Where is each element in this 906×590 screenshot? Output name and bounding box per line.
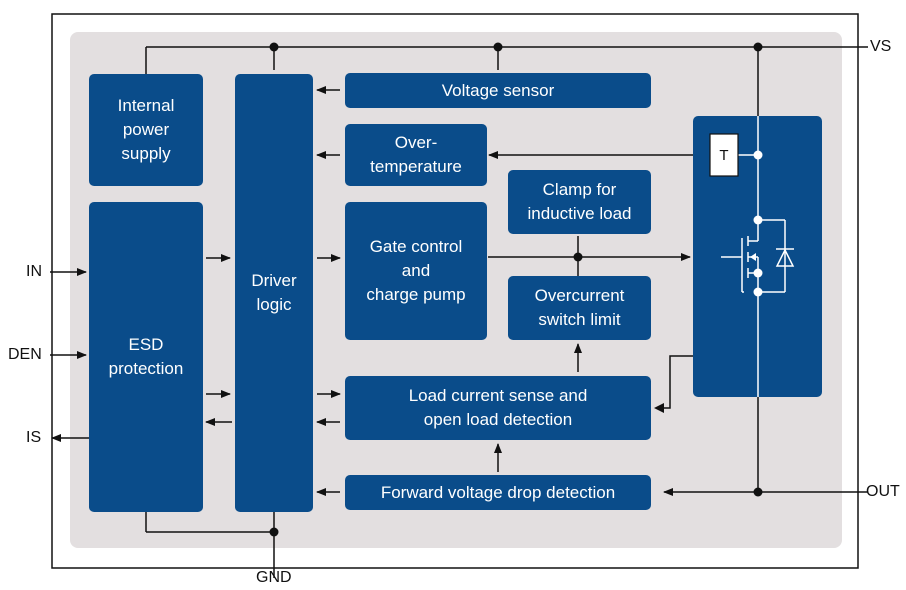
- junction-dot: [753, 215, 763, 225]
- diode-icon: [775, 248, 795, 267]
- forward-voltage-drop-block: Forward voltage drop detection: [345, 475, 651, 510]
- junction-dot: [269, 527, 279, 537]
- junction-dot: [753, 487, 763, 497]
- over-temperature-block: Over- temperature: [345, 124, 487, 186]
- temperature-sensor-icon: [709, 133, 739, 177]
- pin-label-out: OUT: [866, 483, 900, 500]
- pin-label-den: DEN: [8, 346, 42, 363]
- junction-dot: [493, 42, 503, 52]
- load-current-sense-block: Load current sense and open load detecti…: [345, 376, 651, 440]
- pin-label-vs: VS: [870, 38, 892, 55]
- esd-protection-block: ESD protection: [89, 202, 203, 512]
- junction-dot: [753, 287, 763, 297]
- temperature-sensor-label: T: [719, 146, 729, 164]
- clamp-block: Clamp for inductive load: [508, 170, 651, 234]
- pin-label-is: IS: [26, 429, 42, 446]
- junction-dot: [753, 268, 763, 278]
- voltage-sensor-block: Voltage sensor: [345, 73, 651, 108]
- pin-label-in: IN: [26, 263, 42, 280]
- gate-control-block: Gate control and charge pump: [345, 202, 487, 340]
- junction-dot: [753, 42, 763, 52]
- junction-dot: [573, 252, 583, 262]
- esd-driver-arrows: [205, 254, 232, 426]
- logic-block-arrows: [316, 86, 341, 496]
- pin-label-gnd: GND: [256, 569, 292, 586]
- driver-logic-block: Driver logic: [235, 74, 313, 512]
- junction-dot: [269, 42, 279, 52]
- gnd-bus: [145, 512, 275, 578]
- junction-dot: [753, 150, 763, 160]
- overcurrent-block: Overcurrent switch limit: [508, 276, 651, 340]
- mosfet-arrow-icon: [750, 253, 756, 261]
- internal-power-supply-block: Internal power supply: [89, 74, 203, 186]
